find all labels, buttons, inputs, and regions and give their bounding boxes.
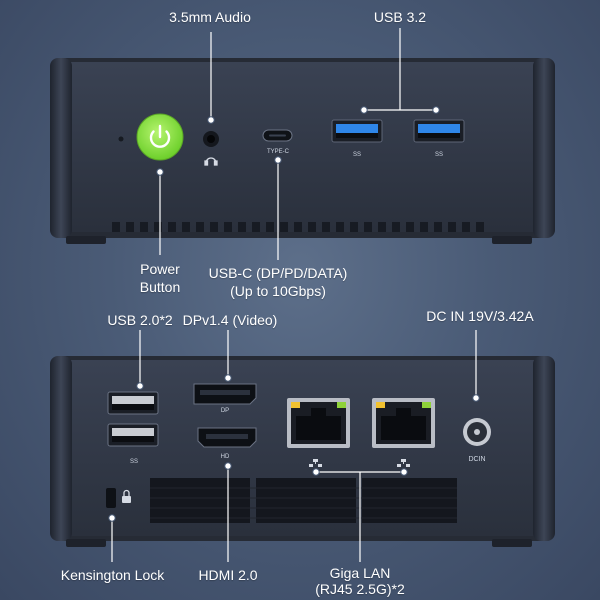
usb32-port-left xyxy=(331,119,383,143)
usb32-label: USB 3.2 xyxy=(373,9,427,25)
usbc-label-line1: USB-C (DP/PD/DATA) xyxy=(208,265,348,281)
lan-led-yellow xyxy=(376,402,385,408)
dp-label: DPv1.4 (Video) xyxy=(182,312,278,328)
ss-mark-left: SS xyxy=(353,152,361,158)
dcin-mark: DCIN xyxy=(468,456,485,463)
audio-label: 3.5mm Audio xyxy=(169,9,251,25)
dc-in-port xyxy=(463,418,491,446)
ss-mark-right: SS xyxy=(435,152,443,158)
power-button[interactable] xyxy=(136,113,184,161)
rear-foot-left xyxy=(66,539,106,547)
front-indicator-hole xyxy=(118,136,124,142)
hdmi-label: HDMI 2.0 xyxy=(198,567,258,583)
lan-port-2 xyxy=(372,398,435,448)
front-vent-slots xyxy=(112,222,484,232)
rear-left-edge xyxy=(50,356,72,541)
front-panel xyxy=(50,58,555,244)
front-foot-right xyxy=(492,236,532,244)
rear-vent-grille xyxy=(150,478,457,523)
front-right-edge xyxy=(533,58,555,238)
lan-label: Giga LAN (RJ45 2.5G)*2 xyxy=(300,565,420,597)
power-button-label: Power Button xyxy=(120,260,200,296)
displayport-port xyxy=(193,383,257,405)
callout-dots xyxy=(108,106,480,522)
kensington-lock-slot xyxy=(106,488,131,508)
usb20-port-top xyxy=(107,391,159,415)
rear-right-edge xyxy=(533,356,555,541)
lock-icon xyxy=(122,489,131,503)
usb-c-port xyxy=(262,129,293,142)
lan-led-yellow xyxy=(291,402,300,408)
usb32-port-right xyxy=(413,119,465,143)
audio-jack xyxy=(203,131,219,166)
dp-mark: DP xyxy=(221,408,229,414)
hdmi-port xyxy=(197,427,257,448)
kensington-label: Kensington Lock xyxy=(60,567,165,583)
callout-lines xyxy=(111,28,477,562)
front-left-edge xyxy=(50,58,72,238)
usbc-label: USB-C (DP/PD/DATA) (Up to 10Gbps) xyxy=(193,264,363,300)
typec-mark: TYPE-C xyxy=(267,149,290,155)
power-label-line2: Button xyxy=(139,279,181,295)
usb20-port-bottom xyxy=(107,423,159,447)
lan-port-1 xyxy=(287,398,350,448)
lan-label-line2: (RJ45 2.5G)*2 xyxy=(315,581,405,597)
dcin-label: DC IN 19V/3.42A xyxy=(426,308,534,324)
lan-led-green xyxy=(337,402,346,408)
ss-mark-rear: SS xyxy=(130,459,138,465)
network-icon xyxy=(397,459,410,467)
usbc-label-line2: (Up to 10Gbps) xyxy=(230,283,326,299)
lan-label-line1: Giga LAN xyxy=(329,565,391,581)
power-label-line1: Power xyxy=(140,261,180,277)
power-icon xyxy=(149,124,171,148)
network-icon xyxy=(309,459,322,467)
usb20-label: USB 2.0*2 xyxy=(107,312,173,328)
headset-icon xyxy=(204,157,218,166)
front-foot-left xyxy=(66,236,106,244)
hd-mark: HD xyxy=(221,454,230,460)
rear-foot-right xyxy=(492,539,532,547)
lan-led-green xyxy=(422,402,431,408)
